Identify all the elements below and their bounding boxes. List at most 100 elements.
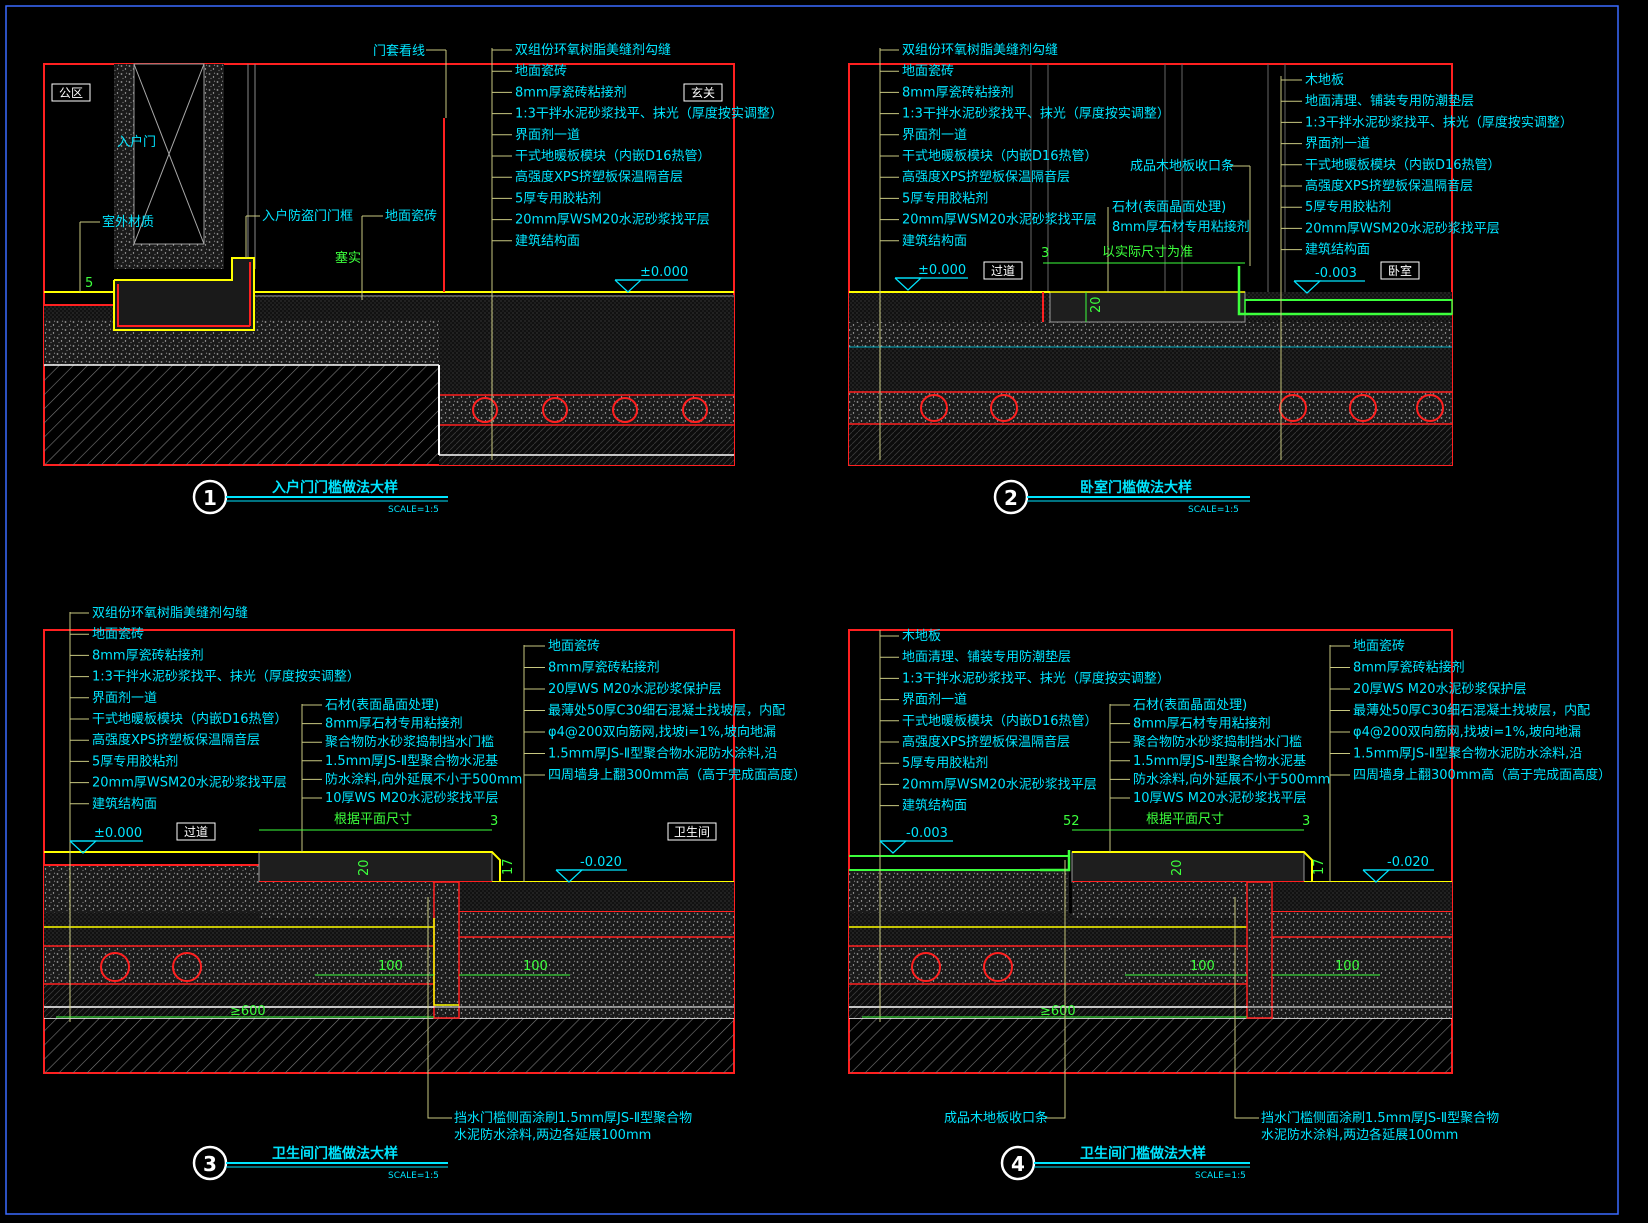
layer-callout: 四周墙身上翻300mm高（高于完成面高度）	[1353, 767, 1611, 783]
note-d4-1: 挡水门槛侧面涂刷1.5mm厚JS-Ⅱ型聚合物	[1261, 1110, 1499, 1126]
layer-callout: 8mm厚石材专用粘接剂	[1133, 716, 1271, 732]
note-d3-2: 水泥防水涂料,两边各延展100mm	[454, 1127, 651, 1143]
layer-callout: 建筑结构面	[1305, 242, 1370, 258]
label-door-trim: 门套看线	[373, 43, 425, 59]
layer-callout: 界面剂一道	[92, 691, 157, 706]
layer-callout: 木地板	[902, 629, 941, 644]
layer-callout: 干式地暖板模块（内嵌D16热管）	[902, 148, 1098, 164]
level-d4-right: -0.020	[1387, 855, 1429, 870]
dim-d4-52: 52	[1063, 814, 1080, 829]
detail-2-number: 2	[1004, 486, 1018, 510]
layer-callout: 1.5mm厚JS-Ⅱ型聚合物水泥防水涂料,沿	[1353, 746, 1582, 762]
heating-module	[439, 395, 734, 425]
layer-callout: 20mm厚WSM20水泥砂浆找平层	[1305, 221, 1500, 236]
level-d2-right: -0.003	[1315, 266, 1357, 281]
tag-foyer: 玄关	[691, 85, 715, 100]
tag-corridor: 过道	[184, 825, 208, 839]
layer-callout: 双组份环氧树脂美缝剂勾缝	[92, 606, 248, 621]
note-d4-2: 水泥防水涂料,两边各延展100mm	[1261, 1127, 1458, 1143]
layer-callout: φ4@200双向筋网,找坡i=1%,坡向地漏	[548, 724, 776, 740]
dim-d3-20: 20	[357, 859, 372, 876]
layer-callout: 10厚WS M20水泥砂浆找平层	[1133, 791, 1307, 806]
layer-callout: 1.5mm厚JS-Ⅱ型聚合物水泥基	[325, 754, 498, 769]
layer-callout: 聚合物防水砂浆捣制挡水门槛	[325, 734, 494, 750]
detail-3-title: 卫生间门槛做法大样	[272, 1145, 398, 1162]
label-stone-adhesive: 8mm厚石材专用粘接剂	[1112, 219, 1250, 235]
layer-callout: 20厚WS M20水泥砂浆保护层	[1353, 682, 1527, 697]
dim-d4-100a: 100	[1190, 959, 1215, 974]
layer-callout: 双组份环氧树脂美缝剂勾缝	[515, 43, 671, 58]
layer-callout: 1:3干拌水泥砂浆找平、抹光（厚度按实调整）	[92, 669, 360, 685]
layer-callout: 地面清理、铺装专用防潮垫层	[902, 649, 1071, 665]
layer-callout: 高强度XPS挤塑板保温隔音层	[515, 169, 683, 185]
dim-d2-20: 20	[1089, 296, 1104, 313]
layer-callout: 1:3干拌水泥砂浆找平、抹光（厚度按实调整）	[515, 106, 783, 122]
layer-callout: 1:3干拌水泥砂浆找平、抹光（厚度按实调整）	[902, 106, 1170, 122]
layer-callout: 20mm厚WSM20水泥砂浆找平层	[92, 776, 287, 791]
dim-d3-17: 17	[501, 858, 516, 875]
detail-3-number: 3	[203, 1152, 217, 1176]
layer-callout: 1.5mm厚JS-Ⅱ型聚合物水泥基	[1133, 754, 1306, 769]
tag-bedroom: 卧室	[1388, 263, 1412, 278]
layer-callout: 高强度XPS挤塑板保温隔音层	[902, 169, 1070, 185]
detail-4-title: 卫生间门槛做法大样	[1080, 1145, 1206, 1162]
layer-callout: 最薄处50厚C30细石混凝土找坡层，内配	[1353, 703, 1590, 719]
layer-callout: 8mm厚瓷砖粘接剂	[1353, 660, 1465, 676]
layer-callout: 8mm厚瓷砖粘接剂	[92, 647, 204, 663]
layer-callout: 8mm厚瓷砖粘接剂	[902, 84, 1014, 100]
layer-callout: 四周墙身上翻300mm高（高于完成面高度）	[548, 767, 806, 783]
detail-3: 过道 卫生间 ±0.000 -0.020 根据平面尺寸 3 17 20 100 …	[43, 606, 806, 1181]
layer-callout: 5厚专用胶粘剂	[902, 190, 988, 206]
dim-d4-20: 20	[1170, 859, 1185, 876]
tag-corridor: 过道	[991, 264, 1015, 278]
layer-callout: 地面瓷砖	[902, 64, 954, 79]
layer-callout: 干式地暖板模块（内嵌D16热管）	[902, 713, 1098, 729]
level-d3-left: ±0.000	[94, 826, 142, 841]
layer-callout: 地面瓷砖	[92, 627, 144, 642]
detail-2-title: 卧室门槛做法大样	[1080, 479, 1192, 496]
layer-callout: 8mm厚瓷砖粘接剂	[548, 660, 660, 676]
layer-callout: 干式地暖板模块（内嵌D16热管）	[1305, 157, 1501, 173]
dim-5: 5	[85, 276, 93, 291]
layer-callout: 20mm厚WSM20水泥砂浆找平层	[902, 777, 1097, 792]
layer-callout: 聚合物防水砂浆捣制挡水门槛	[1133, 734, 1302, 750]
label-actual-size: 以实际尺寸为准	[1102, 245, 1193, 260]
detail-2: 过道 卧室 ±0.000 -0.003 成品木地板收口条 石材(表面晶面处理) …	[848, 43, 1573, 515]
layer-callout: 8mm厚石材专用粘接剂	[325, 716, 463, 732]
structure-hatch	[44, 365, 439, 465]
layer-callout: 8mm厚瓷砖粘接剂	[515, 84, 627, 100]
label-plan-size: 根据平面尺寸	[1146, 812, 1224, 827]
layer-callout: 界面剂一道	[515, 128, 580, 143]
label-stone: 石材(表面晶面处理)	[1112, 200, 1226, 215]
layer-callout: 界面剂一道	[902, 693, 967, 708]
layer-callout: 地面瓷砖	[1353, 639, 1405, 654]
detail-3-scale: SCALE=1:5	[388, 1171, 439, 1181]
label-floor-strip: 成品木地板收口条	[944, 1110, 1048, 1126]
layer-callout: 双组份环氧树脂美缝剂勾缝	[902, 43, 1058, 58]
layer-callout: 界面剂一道	[902, 128, 967, 143]
layer-callout: 1.5mm厚JS-Ⅱ型聚合物水泥防水涂料,沿	[548, 746, 777, 762]
dim-d2-3: 3	[1041, 246, 1049, 261]
layer-callout: 石材(表面晶面处理)	[1133, 698, 1247, 713]
layer-callout: 5厚专用胶粘剂	[515, 190, 601, 206]
label-floor-strip: 成品木地板收口条	[1130, 158, 1234, 174]
layer-callout: 石材(表面晶面处理)	[325, 698, 439, 713]
label-door-frame: 入户防盗门门框	[262, 208, 353, 224]
layer-callout: 干式地暖板模块（内嵌D16热管）	[515, 148, 711, 164]
layer-callout: 高强度XPS挤塑板保温隔音层	[1305, 178, 1473, 194]
layer-callout: 建筑结构面	[902, 798, 967, 814]
level-d2-left: ±0.000	[918, 263, 966, 278]
tag-bathroom: 卫生间	[674, 825, 710, 839]
layer-callout: 地面瓷砖	[548, 639, 600, 654]
layer-callout: 10厚WS M20水泥砂浆找平层	[325, 791, 499, 806]
xps	[439, 425, 734, 465]
detail-4-scale: SCALE=1:5	[1195, 1171, 1246, 1181]
layer-callout: 地面清理、铺装专用防潮垫层	[1305, 93, 1474, 109]
detail-1-title: 入户门门槛做法大样	[272, 479, 398, 496]
layer-callout: 建筑结构面	[92, 796, 157, 812]
layer-callout: 20mm厚WSM20水泥砂浆找平层	[902, 213, 1097, 228]
dim-d4-3: 3	[1302, 814, 1310, 829]
layer-callout: 地面瓷砖	[515, 64, 567, 79]
